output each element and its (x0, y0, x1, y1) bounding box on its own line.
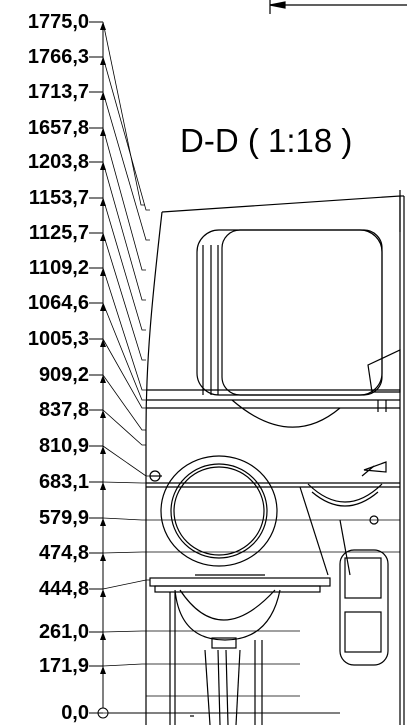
elevation-leader (102, 409, 146, 446)
elevation-arrow (100, 339, 106, 347)
elevation-label: 1657,8 (27, 117, 89, 139)
elevation-label: 1203,8 (27, 151, 89, 173)
elevation-arrow (100, 410, 106, 418)
elevation-arrow (100, 482, 106, 490)
elevation-label: 0,0 (61, 702, 89, 724)
elevation-leader (102, 663, 146, 667)
elevation-leader (102, 551, 146, 554)
elevation-leader (102, 91, 150, 241)
elevation-leader (102, 56, 150, 211)
elevation-label: 1109,2 (28, 257, 89, 279)
elevation-label: 171,9 (38, 655, 89, 677)
elevation-label: 1005,3 (27, 328, 89, 350)
elevation-leader (102, 127, 146, 271)
elevation-label: 579,9 (38, 507, 89, 529)
elevation-label: 837,8 (38, 399, 89, 421)
elevation-leader (102, 481, 146, 484)
porthole (149, 455, 278, 567)
elevation-label: 444,8 (38, 578, 89, 600)
washbasin (299, 461, 387, 576)
elevation-leader (102, 630, 146, 633)
elevation-leader (102, 517, 146, 521)
upper-panel (196, 229, 401, 428)
elevation-arrow (100, 446, 106, 454)
elevation-arrow (100, 589, 106, 597)
elevation-label: 1125,7 (28, 222, 89, 244)
elevation-label: 474,8 (38, 542, 89, 564)
elevation-arrow (100, 303, 106, 311)
elevation-leader (102, 302, 146, 401)
elevation-label: 1064,6 (27, 292, 89, 314)
elevation-leader (102, 338, 146, 409)
elevation-leader (102, 197, 146, 331)
toilet (149, 574, 331, 725)
elevation-arrow (100, 632, 106, 640)
elevation-leader (102, 374, 146, 431)
elevation-label: 1775,0 (27, 11, 89, 33)
elevation-leader (102, 579, 150, 590)
section-title: D-D ( 1:18 ) (180, 122, 353, 159)
elevation-label: 1153,7 (28, 187, 89, 209)
elevation-label: 810,9 (38, 435, 89, 457)
cabin-outline (145, 190, 405, 725)
reference-lines (146, 519, 400, 697)
elevation-arrow (100, 553, 106, 561)
elevation-leader (102, 21, 145, 206)
elevation-leader (102, 161, 146, 301)
section-arrow (269, 0, 407, 14)
cabinet (339, 549, 389, 666)
elevation-arrow (100, 375, 106, 383)
elevation-label: 909,2 (38, 364, 89, 386)
dimension-leaders (102, 21, 150, 714)
elevation-leader (102, 232, 146, 361)
elevation-label: 683,1 (38, 471, 89, 493)
elevation-leader (102, 445, 150, 477)
elevation-arrow (100, 518, 106, 526)
elevation-label: 1766,3 (27, 46, 89, 68)
elevation-label: 261,0 (38, 621, 89, 643)
elevation-arrow (100, 666, 106, 674)
elevation-label: 1713,7 (27, 81, 89, 103)
elevation-leader (102, 267, 146, 391)
